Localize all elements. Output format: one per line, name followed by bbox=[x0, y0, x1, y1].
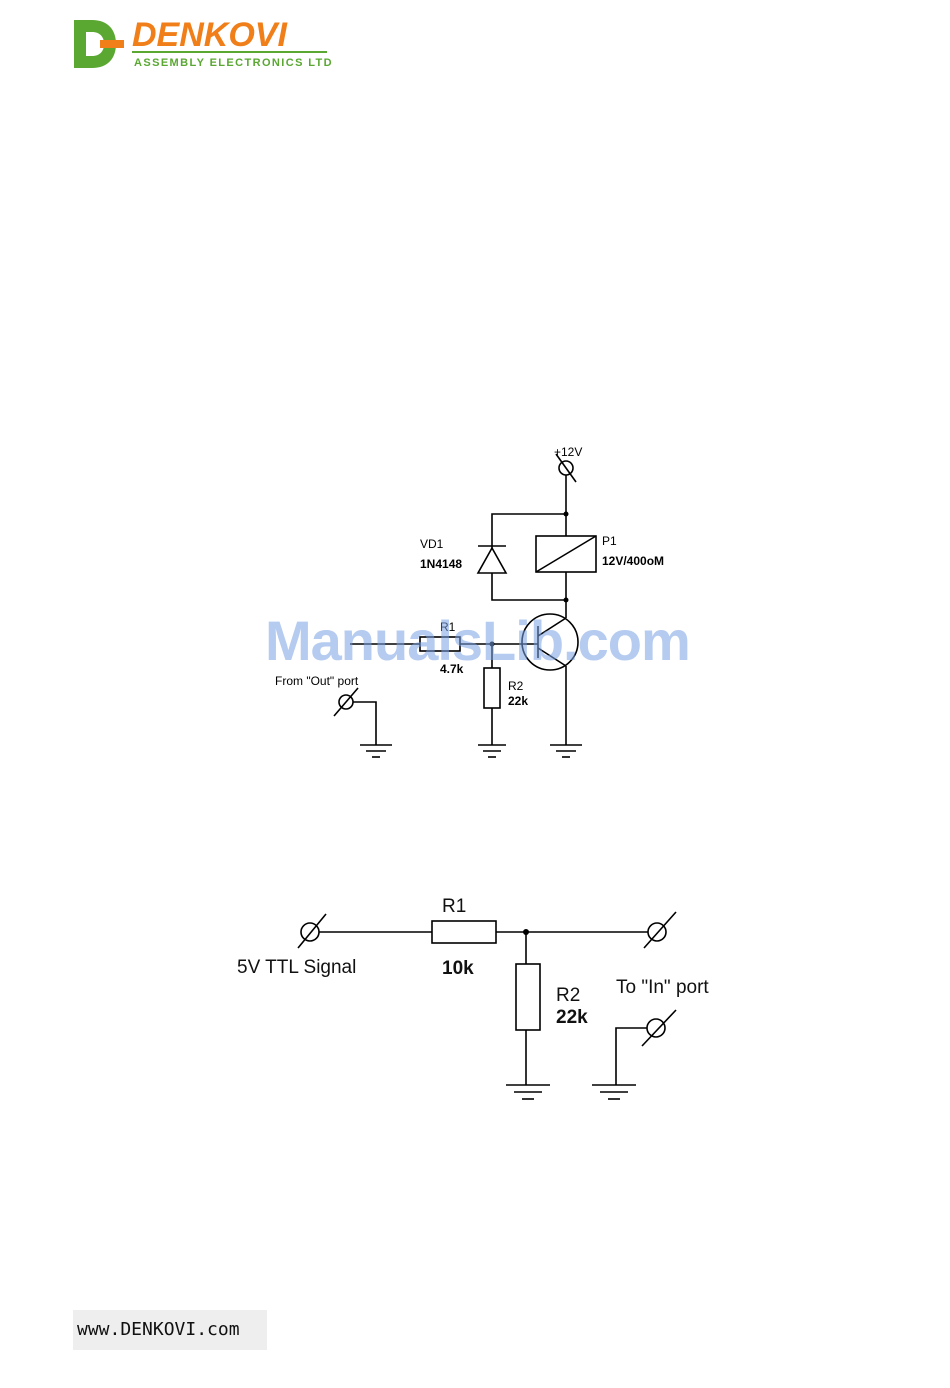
r2-value: 22k bbox=[556, 1007, 588, 1028]
r2-ref: R2 bbox=[556, 985, 580, 1006]
r2-value: 22k bbox=[508, 694, 528, 708]
relay-value: 12V/400oM bbox=[602, 554, 664, 568]
relay-ref: P1 bbox=[602, 534, 617, 548]
footer-website-link[interactable]: www.DENKOVI.com bbox=[73, 1310, 267, 1350]
ground-icon bbox=[360, 745, 392, 757]
relay-coil-p1 bbox=[536, 536, 596, 572]
r2-ref: R2 bbox=[508, 679, 524, 693]
resistor-r2 bbox=[484, 668, 500, 708]
output-terminal-icon bbox=[644, 912, 676, 948]
output-ground-terminal-icon bbox=[642, 1010, 676, 1046]
transistor-vt1 bbox=[522, 614, 578, 670]
denkovi-logo: DENKOVI ASSEMBLY ELECTRONICS LTD bbox=[72, 14, 342, 74]
resistor-r1 bbox=[432, 921, 496, 943]
brand-name: DENKOVI bbox=[132, 16, 288, 54]
r1-value: 4.7k bbox=[440, 662, 464, 676]
relay-driver-schematic: +12V VD1 1N4148 P1 12V/400oM R1 4.7k R2 … bbox=[250, 440, 730, 770]
ground-icon bbox=[478, 745, 506, 757]
voltage-divider-schematic: R1 10k R2 22k 5V TTL Signal To "In" port bbox=[220, 880, 740, 1120]
input-label: From "Out" port bbox=[275, 674, 359, 688]
output-label: To "In" port bbox=[616, 977, 709, 998]
diode-vd1 bbox=[478, 546, 506, 573]
input-terminal-icon bbox=[298, 914, 326, 948]
ground-icon bbox=[592, 1085, 636, 1099]
ground-icon bbox=[550, 745, 582, 757]
r1-ref: R1 bbox=[440, 620, 456, 634]
input-label: 5V TTL Signal bbox=[237, 957, 356, 978]
brand-tagline: ASSEMBLY ELECTRONICS LTD bbox=[134, 57, 333, 69]
diode-ref: VD1 bbox=[420, 537, 444, 551]
logo-mark-icon bbox=[74, 20, 124, 68]
resistor-r1 bbox=[420, 637, 460, 651]
diode-value: 1N4148 bbox=[420, 557, 462, 571]
resistor-r2 bbox=[516, 964, 540, 1030]
r1-value: 10k bbox=[442, 958, 474, 979]
ground-icon bbox=[506, 1085, 550, 1099]
supply-label: +12V bbox=[554, 445, 582, 459]
r1-ref: R1 bbox=[442, 896, 466, 917]
